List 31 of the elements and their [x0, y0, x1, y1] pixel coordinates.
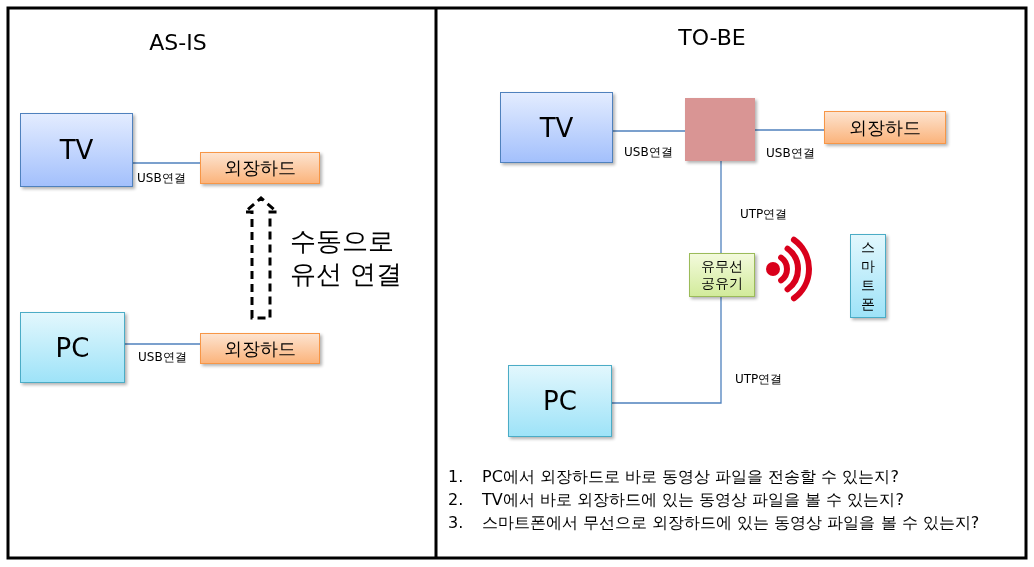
connector-line — [124, 343, 201, 345]
storage-box — [685, 98, 755, 161]
device-box: TV — [20, 113, 133, 187]
list-number: 3. — [448, 513, 464, 532]
connector-line — [754, 129, 825, 131]
list-item: TV에서 바로 외장하드에 있는 동영상 파일을 볼 수 있는지? — [482, 490, 904, 511]
device-box: TV — [500, 92, 613, 163]
connector-line — [720, 160, 722, 254]
drive-box: 외장하드 — [200, 333, 320, 364]
list-item: PC에서 외장하드로 바로 동영상 파일을 전송할 수 있는지? — [482, 467, 899, 488]
title: AS-IS — [149, 30, 207, 55]
list-number: 2. — [448, 490, 464, 509]
edge-label: USB연결 — [766, 145, 815, 162]
edge-label: UTP연결 — [735, 371, 783, 388]
phone-box: 스마트폰 — [850, 234, 886, 318]
connector-line — [611, 296, 722, 404]
drive-box: 외장하드 — [200, 152, 320, 184]
router-box: 유무선 공유기 — [689, 253, 755, 297]
title: TO-BE — [678, 25, 746, 50]
edge-label: UTP연결 — [740, 206, 788, 223]
drive-box: 외장하드 — [824, 111, 946, 144]
edge-label: 수동으로 유선 연결 — [290, 225, 404, 290]
list-number: 1. — [448, 467, 464, 486]
connector-line — [612, 130, 686, 132]
edge-label: USB연결 — [137, 170, 186, 187]
edge-label: USB연결 — [138, 349, 187, 366]
list-item: 스마트폰에서 무선으로 외장하드에 있는 동영상 파일을 볼 수 있는지? — [482, 513, 980, 534]
edge-label: USB연결 — [624, 144, 673, 161]
device-box: PC — [508, 365, 612, 437]
device-box: PC — [20, 312, 125, 383]
connector-line — [132, 162, 201, 164]
